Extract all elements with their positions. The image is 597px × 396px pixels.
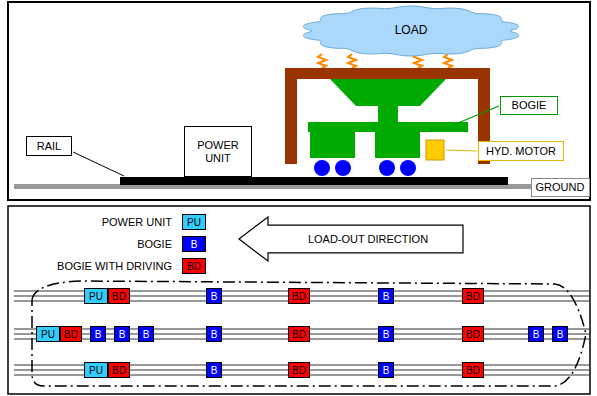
block-label: BD: [112, 365, 126, 376]
callout-box: HYD. MOTOR: [478, 141, 564, 161]
node-label: LOAD: [395, 24, 428, 37]
load-outline: [32, 281, 586, 386]
driving-bogie-block: BD: [462, 288, 484, 304]
block-label: B: [211, 365, 218, 376]
bogie-block: B: [138, 326, 154, 342]
legend-swatch-label: PU: [187, 217, 201, 228]
legend-swatch-label: BD: [187, 261, 201, 272]
block-label: B: [119, 329, 126, 340]
bogie-block: B: [114, 326, 130, 342]
springs: [318, 54, 452, 68]
wheel: [314, 160, 330, 176]
leader-line: [73, 152, 124, 176]
callout-box: GROUND: [531, 178, 590, 197]
block-label: B: [383, 329, 390, 340]
bogie-truck: [310, 132, 355, 158]
spring: [444, 54, 452, 68]
wheel: [379, 160, 395, 176]
block-label: B: [95, 329, 102, 340]
block-label: BD: [292, 329, 306, 340]
spring: [348, 54, 356, 68]
power-unit-block: PU: [36, 326, 60, 342]
legend-swatch: PU: [182, 214, 206, 230]
wheels: [314, 160, 416, 176]
bogie-block: B: [206, 326, 222, 342]
bogie-block: B: [206, 288, 222, 304]
panel-frame: [8, 2, 590, 200]
block-label: BD: [112, 291, 126, 302]
driving-bogie-block: BD: [60, 326, 82, 342]
driving-bogie-block: BD: [288, 362, 310, 378]
block-label: BD: [292, 365, 306, 376]
node-label: RAIL: [37, 140, 61, 152]
block-label: B: [211, 329, 218, 340]
legend-swatch: BD: [182, 258, 206, 274]
driving-bogie-block: BD: [288, 288, 310, 304]
driving-bogie-block: BD: [108, 362, 130, 378]
block-label: PU: [89, 291, 103, 302]
node-label: GROUND: [536, 181, 585, 193]
block-label: BD: [466, 329, 480, 340]
legend-swatch: B: [182, 236, 206, 252]
node-label: BOGIE: [512, 99, 547, 111]
rail-bar: [120, 177, 508, 185]
block-label: B: [211, 291, 218, 302]
leader-line: [458, 106, 499, 123]
driving-bogie-block: BD: [462, 362, 484, 378]
leader-line: [446, 150, 477, 151]
node-label: POWER UNIT: [185, 139, 251, 163]
bogie-beam: [308, 122, 468, 132]
power-unit-block: PU: [84, 362, 108, 378]
block-label: B: [533, 329, 540, 340]
legend-text: POWER UNIT: [102, 216, 172, 228]
node-label: LOAD-OUT DIRECTION: [308, 233, 428, 245]
bogie-top: [330, 79, 446, 106]
spring: [318, 54, 326, 68]
bogie-block: B: [378, 362, 394, 378]
arrow-outline: [239, 217, 463, 261]
frame-beam: [285, 68, 490, 79]
driving-bogie-block: BD: [462, 326, 484, 342]
block-label: B: [143, 329, 150, 340]
bogie-post: [378, 106, 398, 122]
callout-box: BOGIE: [500, 96, 558, 115]
bogie-block: B: [378, 326, 394, 342]
frame-leg: [285, 68, 297, 164]
bogie-block: B: [552, 326, 568, 342]
block-label: BD: [466, 365, 480, 376]
block-label: B: [557, 329, 564, 340]
hyd-motor: [426, 140, 444, 160]
legend-text: BOGIE: [137, 238, 172, 250]
load-cloud: LOAD: [300, 5, 522, 57]
bogie-block: B: [378, 288, 394, 304]
bogie-block: B: [528, 326, 544, 342]
panel-frame: [8, 206, 590, 394]
direction-arrow: LOAD-OUT DIRECTION: [238, 216, 464, 262]
bogie-block: B: [90, 326, 106, 342]
block-label: BD: [64, 329, 78, 340]
callout-box: RAIL: [26, 136, 72, 156]
driving-bogie-block: BD: [108, 288, 130, 304]
block-label: B: [383, 365, 390, 376]
block-label: BD: [466, 291, 480, 302]
bogie-block: B: [206, 362, 222, 378]
legend-swatch-label: B: [191, 239, 198, 250]
frame: [285, 68, 490, 164]
power-unit-block: PU: [84, 288, 108, 304]
block-label: PU: [89, 365, 103, 376]
legend-text: BOGIE WITH DRIVING: [57, 260, 172, 272]
wheel: [400, 160, 416, 176]
power-unit-box: POWER UNIT: [184, 126, 252, 177]
block-label: B: [383, 291, 390, 302]
wheel: [335, 160, 351, 176]
bogie-truck: [375, 132, 420, 158]
block-label: PU: [41, 329, 55, 340]
driving-bogie-block: BD: [288, 326, 310, 342]
node-label: HYD. MOTOR: [486, 145, 556, 157]
cloud-outline: [303, 6, 518, 56]
block-label: BD: [292, 291, 306, 302]
